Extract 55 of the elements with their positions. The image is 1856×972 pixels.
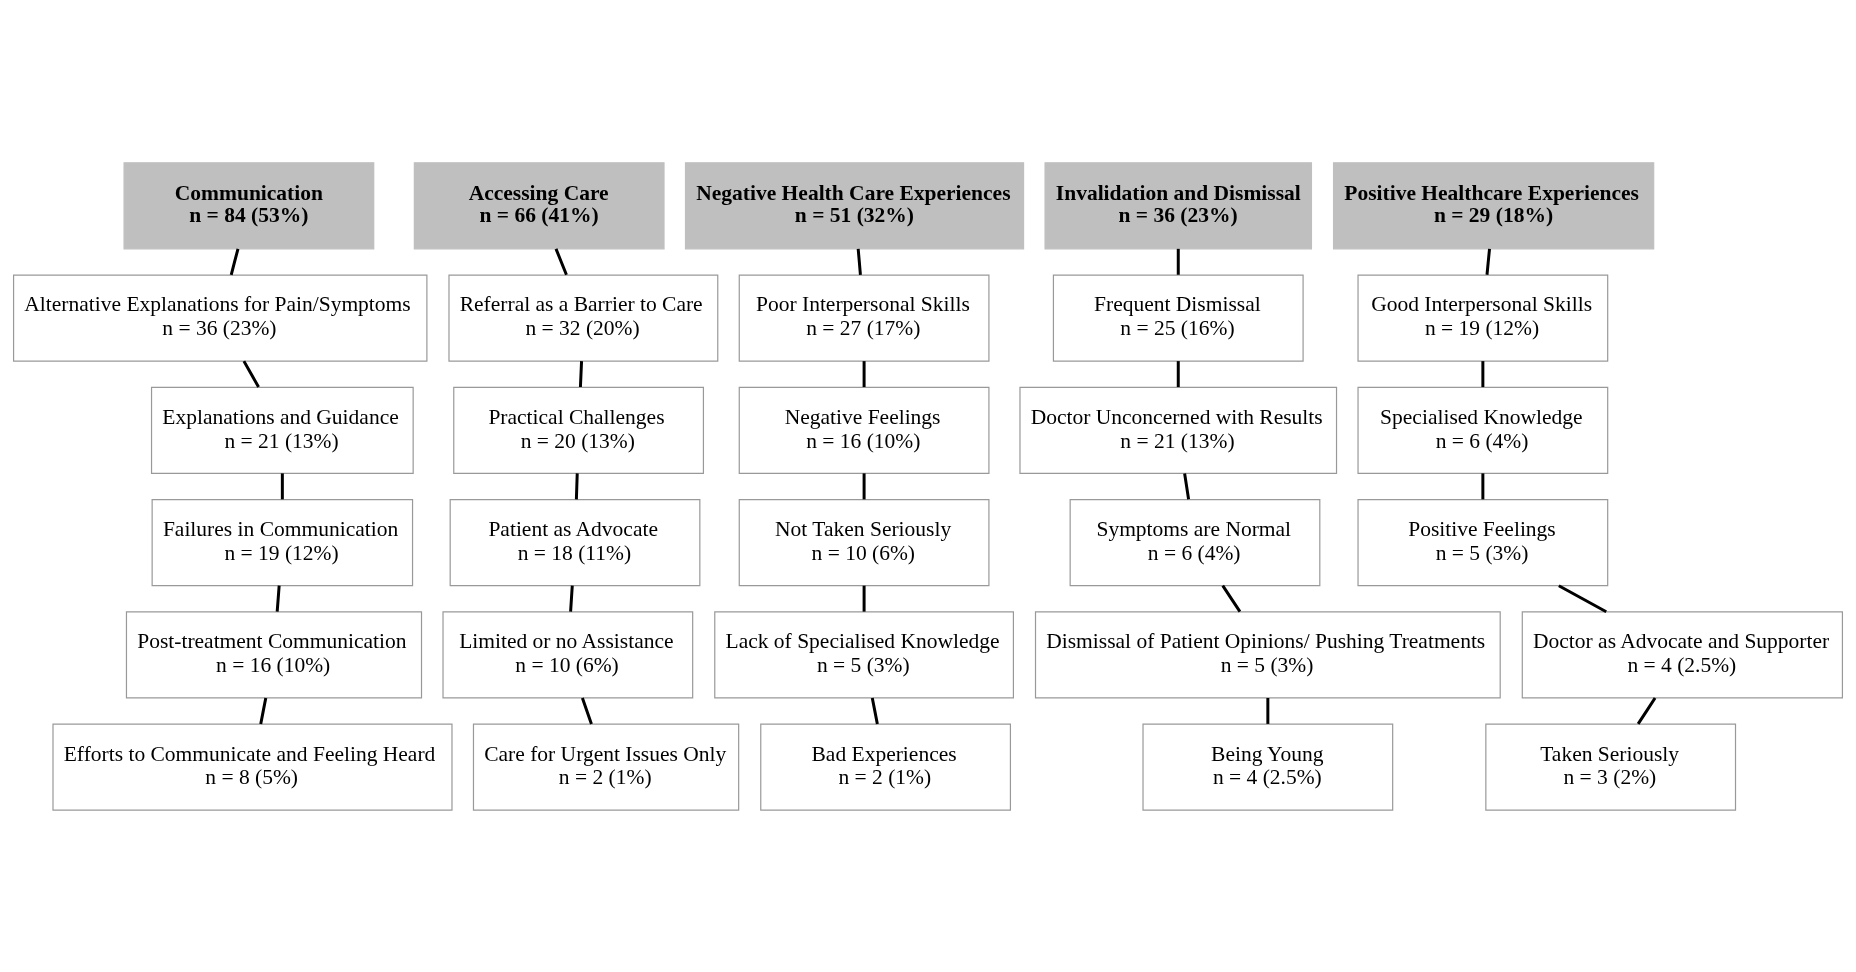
connector xyxy=(554,247,568,275)
connector xyxy=(242,359,260,388)
connector xyxy=(578,360,584,387)
node-box: Care for Urgent Issues Only n = 2 (1%) xyxy=(472,723,740,811)
node-box: Frequent Dismissal n = 25 (16%) xyxy=(1052,273,1304,362)
node-box: Alternative Explanations for Pain/Symptoms n = 36 (23%) xyxy=(13,273,428,362)
node-box: Referral as a Barrier to Care n = 32 (20%) xyxy=(448,273,719,362)
node-box: Limited or no Assistance n = 10 (6%) xyxy=(442,610,694,699)
node-box: Communication n = 84 (53%) xyxy=(123,161,375,249)
node-box: Positive Feelings n = 5 (3%) xyxy=(1357,498,1609,586)
node-box: Dismissal of Patient Opinions/ Pushing Treatments n = 5 (3%) xyxy=(1034,610,1501,699)
node-box: Explanations and Guidance n = 21 (13%) xyxy=(150,386,414,474)
node-box: Doctor Unconcerned with Results n = 21 (13%) xyxy=(1019,386,1338,474)
connector xyxy=(862,585,866,612)
connector xyxy=(229,247,240,275)
connector xyxy=(1221,584,1242,612)
connector xyxy=(280,472,284,499)
node-box: Good Interpersonal Skills n = 19 (12%) xyxy=(1357,273,1609,362)
node-box: Poor Interpersonal Skills n = 27 (17%) xyxy=(738,273,990,362)
node-box: Doctor as Advocate and Supporter n = 4 (2.5%) xyxy=(1521,610,1843,699)
connector xyxy=(574,472,579,499)
connector xyxy=(275,585,281,612)
connector xyxy=(259,697,268,724)
node-box: Invalidation and Dismissal n = 36 (23%) xyxy=(1044,161,1313,249)
node-box: Positive Healthcare Experiences n = 29 (18%) xyxy=(1332,161,1655,249)
node-box: Taken Seriously n = 3 (2%) xyxy=(1485,723,1737,811)
node-box: Patient as Advocate n = 18 (11%) xyxy=(449,498,701,586)
connector xyxy=(581,697,593,724)
node-box: Accessing Care n = 66 (41%) xyxy=(413,161,665,249)
connector xyxy=(1558,583,1607,613)
connector xyxy=(1481,472,1485,499)
node-box: Practical Challenges n = 20 (13%) xyxy=(453,386,705,474)
connector xyxy=(1176,248,1180,275)
connector xyxy=(1485,248,1491,275)
connector xyxy=(856,248,862,275)
connector xyxy=(1176,360,1180,387)
node-box: Lack of Specialised Knowledge n = 5 (3%) xyxy=(714,610,1014,699)
connector xyxy=(862,360,866,387)
node-box: Negative Feelings n = 16 (10%) xyxy=(738,386,990,474)
connector xyxy=(1481,360,1485,387)
connector xyxy=(1183,472,1191,500)
node-box: Specialised Knowledge n = 6 (4%) xyxy=(1357,386,1609,474)
connector xyxy=(870,697,879,724)
connector xyxy=(569,585,574,612)
node-box: Not Taken Seriously n = 10 (6%) xyxy=(738,498,990,586)
connector xyxy=(862,472,866,499)
node-box: Efforts to Communicate and Feeling Heard n = 8 (5%) xyxy=(52,723,453,811)
connector xyxy=(1266,697,1270,724)
node-box: Bad Experiences n = 2 (1%) xyxy=(760,723,1011,811)
node-box: Symptoms are Normal n = 6 (4%) xyxy=(1069,498,1321,586)
node-box: Post-treatment Communication n = 16 (10%) xyxy=(125,610,423,699)
node-box: Being Young n = 4 (2.5%) xyxy=(1142,723,1394,811)
connector xyxy=(1636,696,1657,725)
node-box: Failures in Communication n = 19 (12%) xyxy=(151,498,414,586)
node-box: Negative Health Care Experiences n = 51 (32%) xyxy=(684,161,1025,249)
